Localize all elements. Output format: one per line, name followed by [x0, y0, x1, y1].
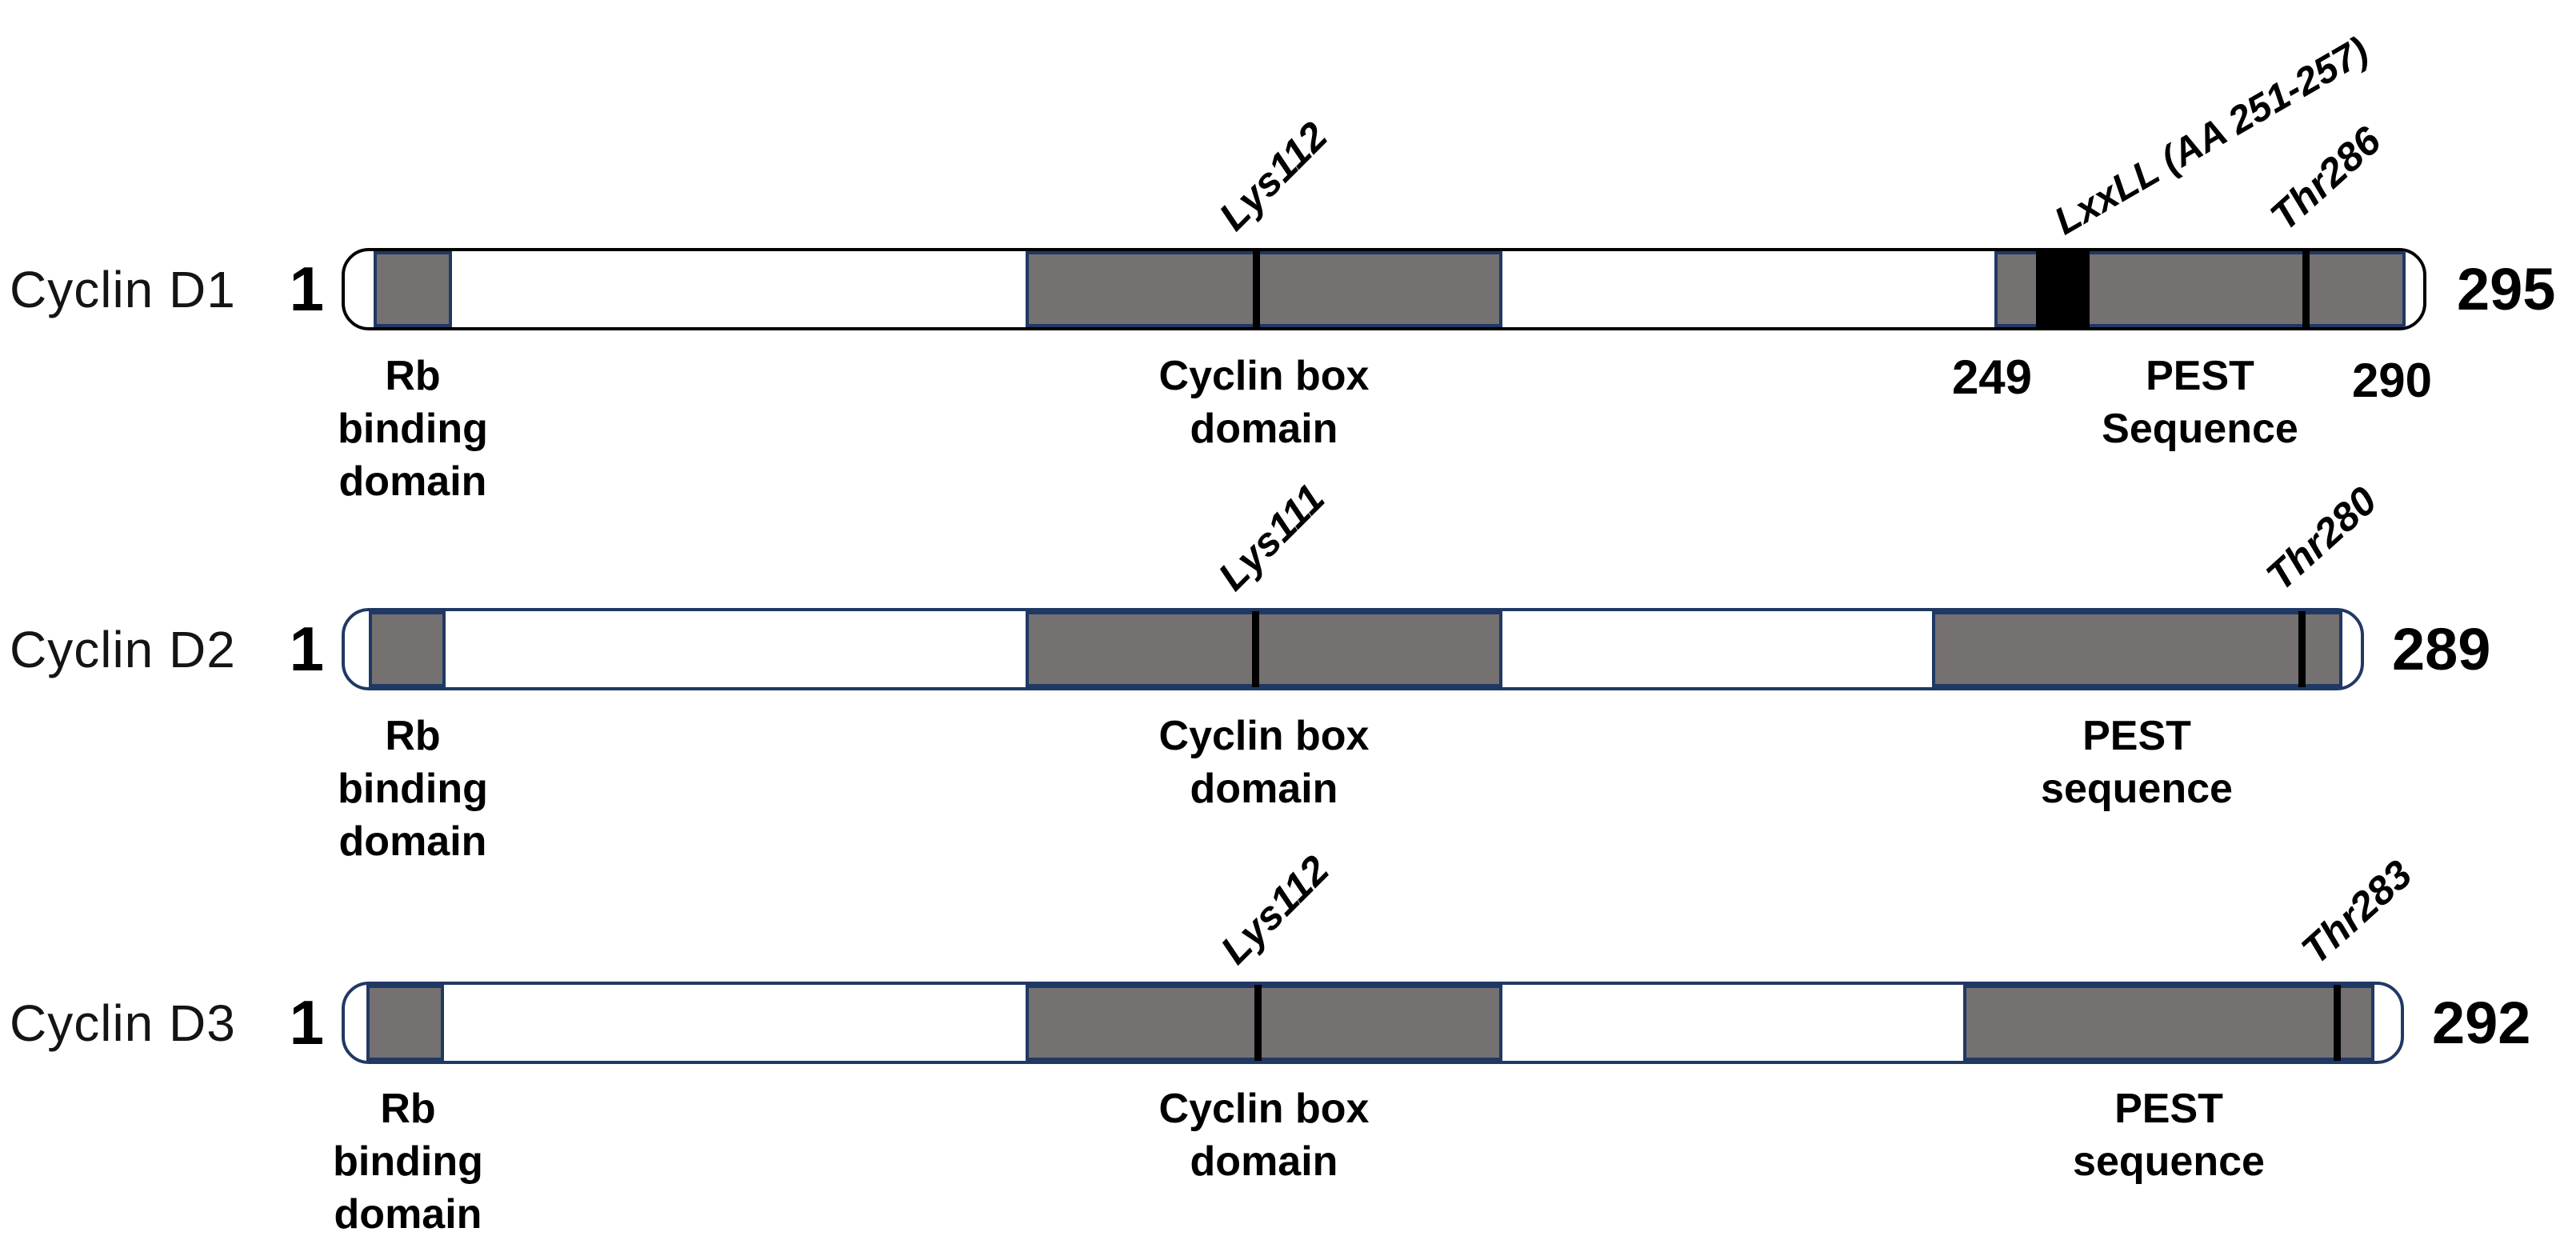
lys111-tick	[1252, 611, 1259, 687]
pest-label-line1: PEST	[2114, 1086, 2223, 1132]
rb-label-line2: binding	[333, 1138, 483, 1185]
pest-start-coordinate: 249	[1951, 350, 2033, 404]
pest-label-d3: PEST sequence	[1969, 1082, 2369, 1188]
rb-label-line3: domain	[334, 1191, 482, 1238]
lys112-label-d1: Lys112	[1210, 113, 1336, 239]
pest-label-line1: PEST	[2146, 353, 2254, 399]
pest-label-d1: PEST Sequence	[2000, 350, 2400, 455]
pest-label-line1: PEST	[2082, 713, 2191, 759]
pest-sequence-box	[1932, 611, 2342, 687]
rb-binding-domain-label-d2: Rb binding domain	[213, 710, 613, 868]
cyclin-box-label-d3: Cyclin box domain	[1064, 1082, 1464, 1188]
thr283-tick	[2334, 985, 2341, 1061]
rb-label-line1: Rb	[385, 353, 441, 399]
start-residue-cyclin-d3: 1	[289, 987, 324, 1058]
cyclin-box-domain-box	[1026, 611, 1502, 687]
rb-binding-domain-box	[374, 251, 452, 327]
rb-binding-domain-box	[369, 611, 446, 687]
thr286-label: Thr286	[2262, 118, 2390, 239]
pest-label-line2: Sequence	[2102, 406, 2298, 452]
protein-bar-cyclin-d3	[342, 982, 2404, 1064]
end-residue-cyclin-d1: 295	[2457, 256, 2556, 322]
thr280-tick	[2298, 611, 2306, 687]
cyclin-box-domain-box	[1026, 251, 1502, 327]
rb-label-line1: Rb	[385, 713, 441, 759]
rb-binding-domain-box	[366, 985, 444, 1061]
cyclin-box-label-line1: Cyclin box	[1158, 713, 1370, 759]
end-residue-cyclin-d3: 292	[2432, 990, 2531, 1056]
pest-end-coordinate: 290	[2351, 354, 2433, 407]
cyclin-box-label-line2: domain	[1190, 766, 1338, 812]
rb-binding-domain-label-d1: Rb binding domain	[213, 350, 613, 508]
lxxll-motif-box	[2036, 251, 2090, 327]
cyclin-box-label-line2: domain	[1190, 1138, 1338, 1185]
cyclin-box-label-line2: domain	[1190, 406, 1338, 452]
protein-name-cyclin-d3: Cyclin D3	[10, 994, 236, 1052]
rb-label-line2: binding	[338, 406, 488, 452]
cyclin-box-label-line1: Cyclin box	[1158, 1086, 1370, 1132]
cyclin-box-label-d1: Cyclin box domain	[1064, 350, 1464, 455]
lys112-tick	[1254, 985, 1262, 1061]
thr286-tick	[2302, 251, 2310, 327]
rb-label-line3: domain	[338, 458, 487, 505]
pest-label-line2: sequence	[2041, 766, 2233, 812]
cyclin-box-label-d2: Cyclin box domain	[1064, 710, 1464, 815]
cyclin-box-domain-box	[1026, 985, 1502, 1061]
rb-label-line2: binding	[338, 766, 488, 812]
rb-binding-domain-label-d3: Rb binding domain	[208, 1082, 608, 1240]
pest-sequence-box	[1963, 985, 2374, 1061]
protein-name-cyclin-d2: Cyclin D2	[10, 620, 236, 678]
cyclin-box-label-line1: Cyclin box	[1158, 353, 1370, 399]
protein-bar-cyclin-d2	[342, 608, 2364, 690]
start-residue-cyclin-d1: 1	[289, 254, 324, 324]
rb-label-line3: domain	[338, 818, 487, 865]
thr283-label: Thr283	[2293, 851, 2421, 973]
pest-label-line2: sequence	[2073, 1138, 2265, 1185]
protein-bar-cyclin-d1	[342, 248, 2426, 330]
start-residue-cyclin-d2: 1	[289, 614, 324, 684]
lys112-label-d3: Lys112	[1212, 846, 1338, 973]
protein-name-cyclin-d1: Cyclin D1	[10, 260, 236, 318]
thr280-label: Thr280	[2258, 478, 2386, 599]
end-residue-cyclin-d2: 289	[2392, 616, 2491, 682]
pest-label-d2: PEST sequence	[1937, 710, 2337, 815]
lys111-label: Lys111	[1210, 475, 1334, 599]
lxxll-motif-label: LxxLL (AA 251-257)	[2047, 29, 2376, 244]
rb-label-line1: Rb	[380, 1086, 436, 1132]
lys112-tick	[1253, 251, 1260, 327]
